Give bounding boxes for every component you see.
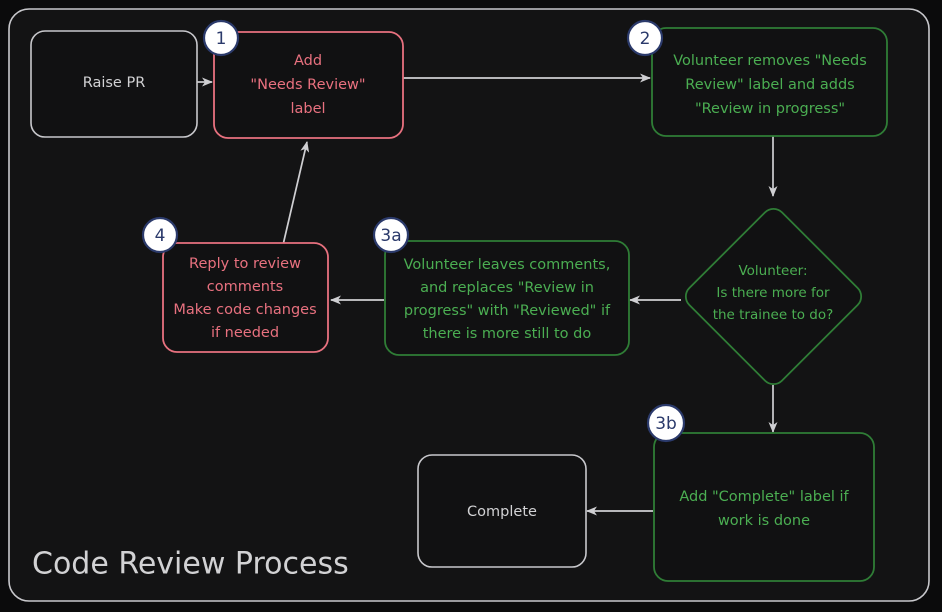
node-reply-to-review[interactable]: Reply to review comments Make code chang… — [162, 242, 329, 353]
badge-3a[interactable]: 3a — [372, 216, 410, 254]
node-add-complete-shape — [653, 432, 875, 582]
badge-1-label: 1 — [216, 29, 227, 49]
node-volunteer-leaves-comments-line-3: progress" with "Reviewed" if — [404, 303, 611, 319]
node-volunteer-removes-label[interactable]: Volunteer removes "Needs Review" label a… — [651, 27, 888, 137]
badge-2[interactable]: 2 — [626, 19, 664, 57]
node-reply-to-review-line-2: comments — [207, 279, 283, 295]
badge-2-circle — [626, 19, 664, 57]
node-decision-line-2: Is there more for — [716, 285, 830, 301]
node-add-needs-review-line-3: label — [290, 101, 325, 117]
node-add-complete-line-1: Add "Complete" label if — [679, 489, 849, 505]
node-add-needs-review-label[interactable]: Add "Needs Review" label — [213, 31, 404, 139]
node-add-complete-line-2: work is done — [718, 513, 810, 529]
node-reply-to-review-line-1: Reply to review — [189, 256, 301, 272]
badge-2-label: 2 — [640, 29, 651, 49]
node-raise-pr-label: Raise PR — [83, 75, 146, 91]
node-add-needs-review-line-2: "Needs Review" — [250, 77, 365, 93]
node-volunteer-leaves-comments-shape — [384, 240, 630, 356]
node-raise-pr-shape — [30, 30, 198, 138]
badge-4[interactable]: 4 — [141, 216, 179, 254]
node-complete-label: Complete — [467, 504, 537, 520]
node-volunteer-removes-line-2: Review" label and adds — [685, 77, 854, 93]
node-decision[interactable]: Volunteer: Is there more for the trainee… — [681, 204, 866, 389]
node-add-needs-review-line-1: Add — [294, 53, 322, 69]
node-decision-line-3: the trainee to do? — [713, 307, 834, 323]
badge-3a-circle — [372, 216, 410, 254]
node-complete-shape — [417, 454, 587, 568]
badge-3b[interactable]: 3b — [646, 403, 686, 443]
node-reply-to-review-line-3: Make code changes — [173, 302, 316, 318]
badge-3b-label: 3b — [655, 414, 677, 434]
node-volunteer-leaves-comments[interactable]: Volunteer leaves comments, and replaces … — [384, 240, 630, 356]
node-volunteer-removes-line-3: "Review in progress" — [695, 101, 845, 117]
diagram-title: Code Review Process — [32, 547, 349, 582]
node-decision-line-1: Volunteer: — [738, 263, 807, 279]
node-raise-pr[interactable]: Raise PR — [30, 30, 198, 138]
badge-1-circle — [202, 19, 240, 57]
badge-3a-label: 3a — [380, 226, 401, 246]
edge-reply-to-add-label — [282, 141, 310, 246]
node-reply-to-review-shape — [162, 242, 329, 353]
edge-layer — [197, 73, 778, 516]
node-volunteer-leaves-comments-line-2: and replaces "Review in — [420, 280, 594, 296]
node-add-needs-review-shape — [213, 31, 404, 139]
badge-4-circle — [141, 216, 179, 254]
badge-1[interactable]: 1 — [202, 19, 240, 57]
node-volunteer-removes-line-1: Volunteer removes "Needs — [673, 53, 867, 69]
node-volunteer-leaves-comments-line-4: there is more still to do — [423, 326, 592, 342]
node-complete[interactable]: Complete — [417, 454, 587, 568]
node-volunteer-removes-shape — [651, 27, 888, 137]
badge-4-label: 4 — [155, 226, 166, 246]
node-decision-shape — [684, 207, 863, 386]
node-add-complete-label[interactable]: Add "Complete" label if work is done — [653, 432, 875, 582]
node-reply-to-review-line-4: if needed — [211, 325, 279, 341]
badge-3b-circle — [646, 403, 686, 443]
node-volunteer-leaves-comments-line-1: Volunteer leaves comments, — [404, 257, 611, 273]
